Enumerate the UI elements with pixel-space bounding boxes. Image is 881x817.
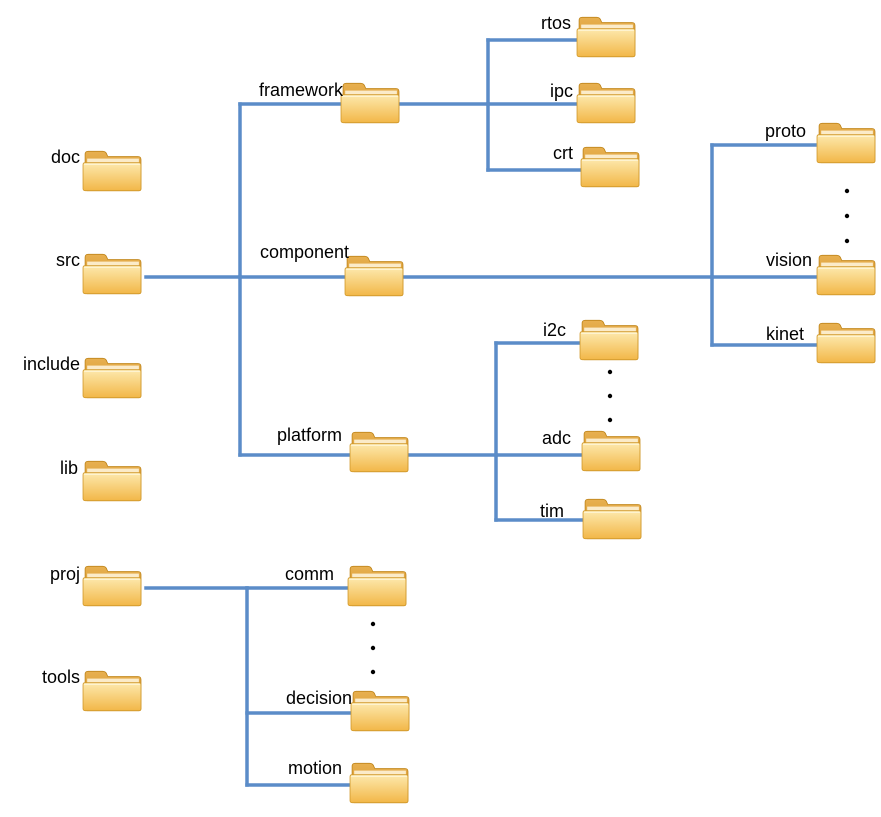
label-crt: crt [553, 143, 573, 163]
folder-icon-doc[interactable] [82, 150, 142, 192]
folders [82, 16, 876, 804]
folder-icon-tim[interactable] [582, 498, 642, 540]
folder-icon-kinet[interactable] [816, 322, 876, 364]
folder-icon-framework[interactable] [340, 82, 400, 124]
folder-icon-rtos[interactable] [576, 16, 636, 58]
label-platform: platform [277, 425, 342, 445]
folder-icon-component[interactable] [344, 255, 404, 297]
label-ipc: ipc [550, 81, 573, 101]
label-component: component [260, 242, 349, 262]
folder-icon-comm[interactable] [347, 565, 407, 607]
folder-icon-adc[interactable] [581, 430, 641, 472]
folder-icon-proj[interactable] [82, 565, 142, 607]
folder-icon-src[interactable] [82, 253, 142, 295]
label-decision: decision [286, 688, 352, 708]
folder-icon-tools[interactable] [82, 670, 142, 712]
label-proj: proj [50, 564, 80, 584]
ellipsis-markers [370, 188, 850, 675]
ellipsis-component-children [844, 188, 850, 244]
label-i2c: i2c [543, 320, 566, 340]
folder-icon-vision[interactable] [816, 254, 876, 296]
label-comm: comm [285, 564, 334, 584]
ellipsis-proj-children [370, 621, 376, 675]
label-motion: motion [288, 758, 342, 778]
folder-icon-motion[interactable] [349, 762, 409, 804]
label-framework: framework [259, 80, 344, 100]
folder-icon-lib[interactable] [82, 460, 142, 502]
label-tim: tim [540, 501, 564, 521]
folder-icon-platform[interactable] [349, 431, 409, 473]
label-adc: adc [542, 428, 571, 448]
label-src: src [56, 250, 80, 270]
label-proto: proto [765, 121, 806, 141]
connector-lines [144, 38, 820, 787]
label-vision: vision [766, 250, 812, 270]
label-lib: lib [60, 458, 78, 478]
folder-icon-crt[interactable] [580, 146, 640, 188]
folder-icon-i2c[interactable] [579, 319, 639, 361]
label-doc: doc [51, 147, 80, 167]
folder-icon-ipc[interactable] [576, 82, 636, 124]
label-kinet: kinet [766, 324, 804, 344]
folder-labels: doc src include lib proj tools framework… [23, 13, 812, 778]
ellipsis-platform-children [607, 369, 613, 423]
folder-icon-include[interactable] [82, 357, 142, 399]
label-include: include [23, 354, 80, 374]
label-tools: tools [42, 667, 80, 687]
folder-icon-decision[interactable] [350, 690, 410, 732]
label-rtos: rtos [541, 13, 571, 33]
folder-icon-proto[interactable] [816, 122, 876, 164]
